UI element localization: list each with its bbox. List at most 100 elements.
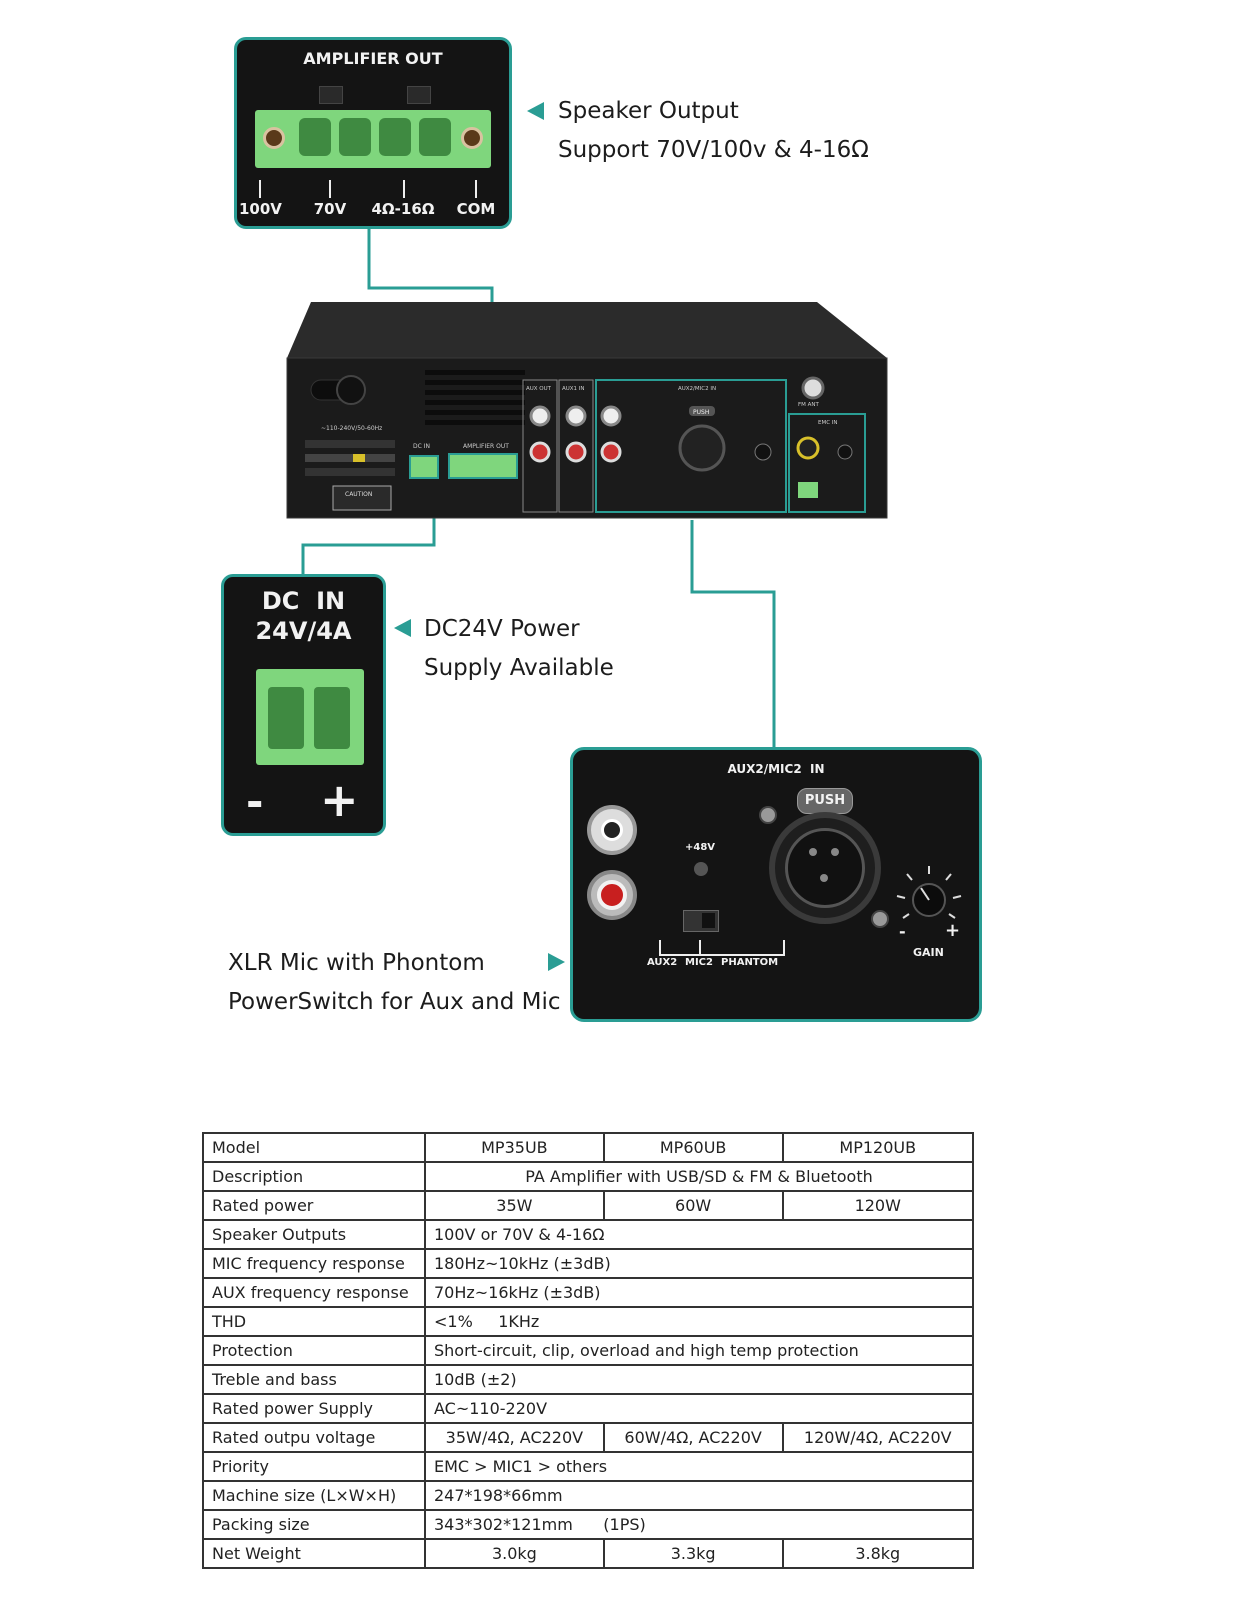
xlr-jack-small	[678, 424, 726, 472]
emc-gain-knob	[837, 444, 853, 460]
aux2-mic2-group	[595, 379, 787, 513]
row-value: 100V or 70V & 4-16Ω	[424, 1219, 974, 1250]
aux2-mic2-panel: AUX2/MIC2 IN +48V AUX2 MIC2 PHANTOM PUSH	[570, 747, 982, 1022]
table-row-description: Description PA Amplifier with USB/SD & F…	[202, 1161, 974, 1192]
rca-aux-out-white	[529, 405, 551, 427]
phantom-led	[694, 862, 708, 876]
row-value-mp35ub: 3.0kg	[424, 1538, 605, 1569]
spec-table: Model MP35UB MP60UB MP120UB Description …	[202, 1132, 974, 1569]
push-tab-small	[689, 406, 715, 416]
panel-screw-top	[759, 806, 777, 824]
row-value-mp35ub: 35W/4Ω, AC220V	[424, 1422, 605, 1453]
dc-in-line2: 24V/4A	[255, 617, 352, 645]
row-label: Machine size (L×W×H)	[202, 1480, 426, 1511]
table-row-treble-bass: Treble and bass 10dB (±2)	[202, 1364, 974, 1395]
xlr-pin-2	[831, 848, 839, 856]
mode-switch	[683, 910, 719, 932]
row-value: 180Hz~10kHz (±3dB)	[424, 1248, 974, 1279]
gain-knob-small	[754, 443, 772, 461]
table-row-power-supply: Rated power Supply AC~110-220V	[202, 1393, 974, 1424]
device-dc-in-label: DC IN	[413, 443, 430, 450]
gain-knob	[896, 866, 962, 919]
emc-in-label: EMC IN	[818, 420, 838, 426]
terminal-tick-3	[403, 180, 405, 198]
row-value: 247*198*66mm	[424, 1480, 974, 1511]
callout-arrow-speaker	[527, 102, 544, 120]
row-label: Protection	[202, 1335, 426, 1366]
row-value: 10dB (±2)	[424, 1364, 974, 1395]
callout-dc-line2: Supply Available	[424, 655, 614, 681]
caution-sticker	[332, 485, 392, 511]
row-value-mp35ub: 35W	[424, 1190, 605, 1221]
push-tab-text: PUSH	[804, 793, 846, 808]
row-value: 70Hz~16kHz (±3dB)	[424, 1277, 974, 1308]
callout-speaker-line2: Support 70V/100v & 4-16Ω	[558, 137, 869, 163]
row-value-mp60ub: 60W	[602, 1190, 784, 1221]
table-row-aux-frequency: AUX frequency response 70Hz~16kHz (±3dB)	[202, 1277, 974, 1308]
row-label: Rated power Supply	[202, 1393, 426, 1424]
switch-label-mic2: MIC2	[685, 957, 713, 968]
terminal-tick-4	[475, 180, 477, 198]
terminal-tab-left	[319, 86, 343, 104]
gain-plus: +	[945, 920, 961, 941]
row-label: Net Weight	[202, 1538, 426, 1569]
fm-ant-label: FM ANT	[798, 402, 820, 408]
table-row-thd: THD <1% 1KHz	[202, 1306, 974, 1337]
model-mp60ub: MP60UB	[602, 1132, 784, 1163]
row-label: Priority	[202, 1451, 426, 1482]
screw-hole-left	[263, 127, 285, 149]
rca-aux2-white	[600, 405, 622, 427]
callout-dc-line1: DC24V Power	[424, 616, 580, 642]
emc-group	[788, 413, 866, 513]
panel-screw-bottom	[871, 910, 889, 928]
amplifier-out-panel: AMPLIFIER OUT 100V 70V 4Ω-16Ω COM	[234, 37, 512, 229]
callout-xlr-line1: XLR Mic with Phontom	[228, 950, 485, 976]
terminal-slot-2	[339, 118, 371, 156]
table-row-packing-size: Packing size 343*302*121mm (1PS)	[202, 1509, 974, 1540]
yellow-warning-mark	[353, 454, 365, 462]
row-label: Treble and bass	[202, 1364, 426, 1395]
dc-in-line1: DC IN	[261, 587, 346, 615]
row-value: EMC > MIC1 > others	[424, 1451, 974, 1482]
terminal-label-com: COM	[456, 200, 496, 218]
callout-dc-power: DC24V Power Supply Available	[424, 610, 614, 688]
emc-jack	[796, 436, 820, 460]
fm-antenna-jack	[801, 376, 825, 400]
terminal-tab-right	[407, 86, 431, 104]
screw-hole-right	[461, 127, 483, 149]
row-value-mp60ub: 3.3kg	[602, 1538, 784, 1569]
push-tab: PUSH	[797, 788, 853, 814]
speaker-terminal-block	[255, 110, 491, 168]
rca-aux-out-red	[529, 441, 551, 463]
amplifier-out-title: AMPLIFIER OUT	[303, 49, 443, 68]
rating-strip-1	[305, 440, 395, 448]
table-row-priority: Priority EMC > MIC1 > others	[202, 1451, 974, 1482]
amplifier-rear-illustration: ~110-240V/50-60Hz CAUTION DC IN AMPLIFIE…	[286, 302, 888, 519]
callout-arrow-xlr	[548, 953, 565, 971]
dc-plus-sign: +	[320, 773, 359, 827]
power-grommet	[336, 375, 366, 405]
callout-speaker-output: Speaker Output Support 70V/100v & 4-16Ω	[558, 92, 869, 170]
mains-label: ~110-240V/50-60Hz	[321, 425, 382, 432]
callout-xlr-mic: XLR Mic with Phontom PowerSwitch for Aux…	[228, 944, 561, 1022]
switch-label-phantom: PHANTOM	[721, 957, 779, 968]
rca-jack-white	[587, 805, 637, 855]
phantom-voltage-label: +48V	[685, 842, 716, 853]
callout-speaker-line1: Speaker Output	[558, 98, 739, 124]
rca-aux1-red	[565, 441, 587, 463]
table-row-net-weight: Net Weight 3.0kg 3.3kg 3.8kg	[202, 1538, 974, 1569]
caution-sticker-text: CAUTION	[345, 491, 372, 498]
switch-bracket	[659, 940, 785, 956]
rca-jack-red	[587, 870, 637, 920]
rca-aux2-red	[600, 441, 622, 463]
table-row-output-voltage: Rated outpu voltage 35W/4Ω, AC220V 60W/4…	[202, 1422, 974, 1453]
terminal-slot-3	[379, 118, 411, 156]
row-label: MIC frequency response	[202, 1248, 426, 1279]
row-value-mp120ub: 120W	[781, 1190, 974, 1221]
model-mp120ub: MP120UB	[781, 1132, 974, 1163]
terminal-slot-4	[419, 118, 451, 156]
row-value: AC~110-220V	[424, 1393, 974, 1424]
row-value-mp120ub: 120W/4Ω, AC220V	[781, 1422, 974, 1453]
row-label: Speaker Outputs	[202, 1219, 426, 1250]
terminal-label-4-16ohm: 4Ω-16Ω	[371, 200, 435, 218]
